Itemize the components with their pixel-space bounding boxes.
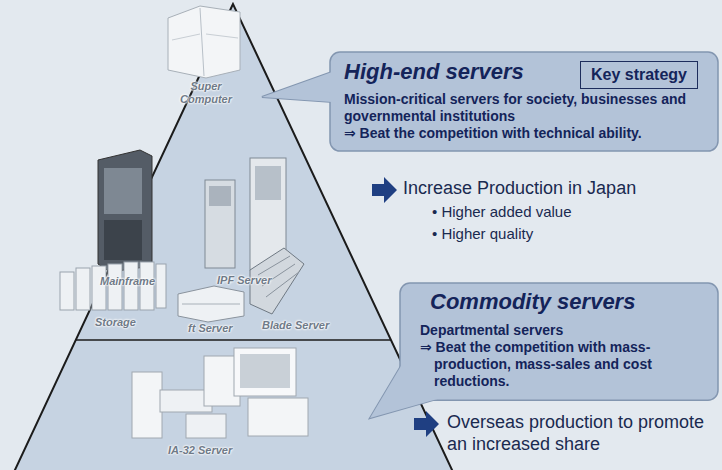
- node-body: ⇒ Beat the competition with technical ab…: [344, 125, 706, 142]
- product-label: Super Computer: [176, 80, 236, 107]
- callout-outline: [370, 283, 718, 418]
- callout-tail-fill: [370, 364, 440, 418]
- product-label: IA-32 Server: [168, 444, 232, 457]
- bullet-item: • Higher quality: [432, 225, 533, 243]
- product-label: Storage: [95, 316, 136, 329]
- callout-outline: [262, 52, 718, 151]
- mainframe-picture: [98, 150, 152, 272]
- product-label: Mainframe: [100, 275, 155, 288]
- callout-box: High-end serversMission-critical servers…: [330, 52, 718, 151]
- callout-tail-fill: [262, 72, 332, 102]
- supercomputer-picture: [168, 6, 240, 78]
- ipf-server-picture: [205, 158, 286, 270]
- arrow-icon: [414, 411, 439, 437]
- arrow-icon: [372, 177, 397, 203]
- product-label: IPF Server: [217, 274, 271, 287]
- callout-body: [400, 283, 718, 400]
- node-body: Departmental servers: [420, 322, 704, 339]
- callout-box: Commodity serversDepartmental servers⇒ B…: [400, 283, 718, 400]
- tier-divider: [76, 339, 391, 341]
- callout-body: [330, 52, 718, 151]
- storage-picture: [60, 262, 166, 310]
- ia32-server-picture: [132, 348, 308, 438]
- bullet-item: • Higher added value: [432, 203, 572, 221]
- node-heading: Key strategy: [591, 65, 687, 85]
- node-body: ⇒ Beat the competition with mass-product…: [420, 339, 704, 390]
- strategy-label: Increase Production in Japan: [403, 178, 636, 200]
- key-strategy-tag: Key strategy: [580, 61, 698, 89]
- strategy-label: Overseas production to promote an increa…: [447, 412, 717, 456]
- product-label: ft Server: [188, 322, 233, 335]
- ft-server-picture: [178, 286, 244, 322]
- callout-tail: [262, 72, 332, 102]
- product-label: Blade Server: [262, 319, 329, 332]
- node-heading: Commodity servers: [420, 289, 704, 316]
- node-body: Mission-critical servers for society, bu…: [344, 91, 706, 125]
